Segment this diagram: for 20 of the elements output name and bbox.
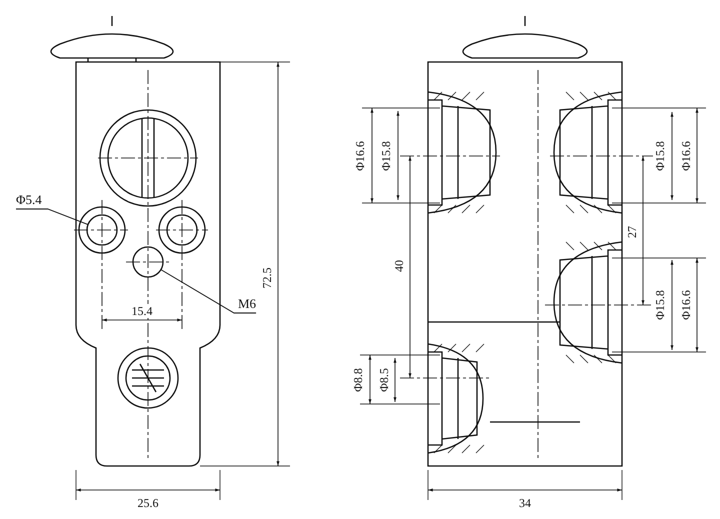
dimension-label: Φ16.6 — [353, 140, 367, 172]
dimension-label: 34 — [518, 496, 532, 510]
dimension-label: Φ16.6 — [679, 289, 693, 321]
dimension-label: 72.5 — [260, 266, 274, 290]
dimension-label: 25.6 — [136, 496, 160, 510]
dimension-label: Φ16.6 — [679, 140, 693, 172]
leader-line — [16, 208, 88, 226]
dimension-label: Φ15.8 — [379, 140, 393, 172]
dimension-label: 27 — [625, 225, 639, 239]
dimension-label: Φ15.8 — [653, 140, 667, 172]
bolt-hole — [86, 214, 118, 246]
dimension-label: Φ8.5 — [377, 367, 391, 393]
callout-label: M6 — [238, 297, 256, 311]
dimension-label: 40 — [392, 259, 406, 273]
bolt-hole — [132, 246, 164, 278]
callout-label: Φ5.4 — [16, 193, 42, 207]
dimension-label: Φ15.8 — [653, 289, 667, 321]
dimension-label: Φ8.8 — [351, 367, 365, 393]
leader-line — [160, 269, 257, 314]
dimension-label: 15.4 — [130, 304, 154, 318]
